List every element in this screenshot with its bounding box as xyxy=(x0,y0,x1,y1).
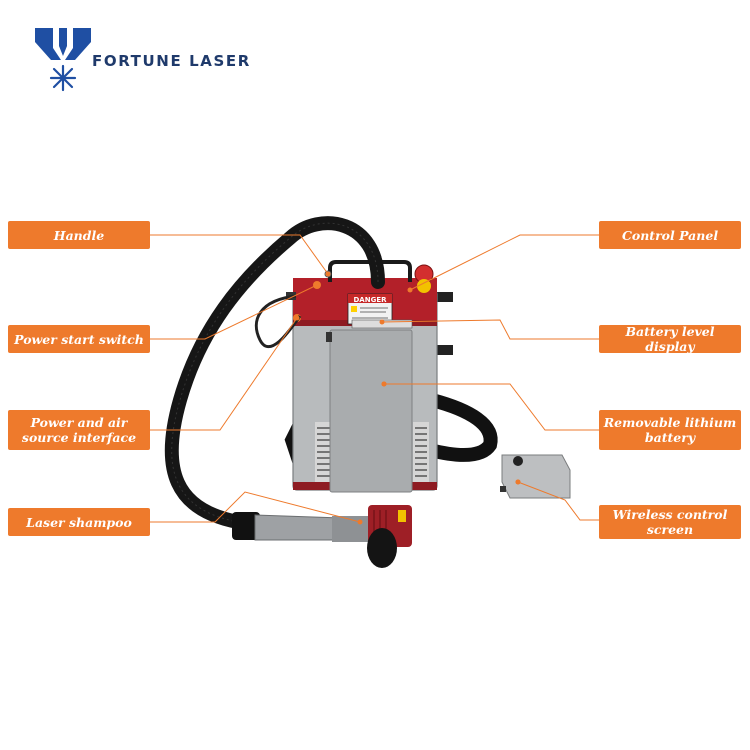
leader-power-switch xyxy=(150,284,318,340)
right-strap xyxy=(428,393,498,462)
fortune-laser-logo-icon xyxy=(35,28,91,92)
label-handle: Handle xyxy=(8,221,150,249)
strap-clip-bottom xyxy=(437,345,453,355)
leader-handle xyxy=(150,234,329,275)
leader-laser-shampoo xyxy=(150,491,361,523)
label-control-panel: Control Panel xyxy=(599,221,741,249)
battery-latch xyxy=(326,332,332,342)
wireless-knob xyxy=(513,456,523,466)
leader-wireless-screen xyxy=(517,481,599,521)
emergency-stop-ring xyxy=(417,279,431,293)
label-removable-lithium-battery: Removable lithium battery xyxy=(599,410,741,450)
label-laser-shampoo: Laser shampoo xyxy=(8,508,150,536)
strap-clip-top xyxy=(437,292,453,302)
side-vents xyxy=(315,422,429,482)
battery-panel xyxy=(329,329,413,493)
gun-nozzle xyxy=(367,528,397,568)
label-power-start-switch: Power start switch xyxy=(8,325,150,353)
gun-collar xyxy=(232,512,260,540)
danger-label: DANGER xyxy=(353,296,387,304)
power-cable xyxy=(254,294,302,349)
leader-control-panel xyxy=(409,234,599,291)
label-battery-level-display: Battery level display xyxy=(599,324,741,354)
leader-battery-display xyxy=(381,319,599,340)
label-power-air-interface: Power and air source interface xyxy=(8,410,150,450)
brand-name: FORTUNE LASER xyxy=(92,52,251,70)
leader-interface xyxy=(150,317,298,431)
label-wireless-control-screen: Wireless control screen xyxy=(599,505,741,539)
leader-lines xyxy=(150,234,599,523)
wireless-control-box xyxy=(501,454,571,499)
leader-removable-battery xyxy=(384,383,599,431)
